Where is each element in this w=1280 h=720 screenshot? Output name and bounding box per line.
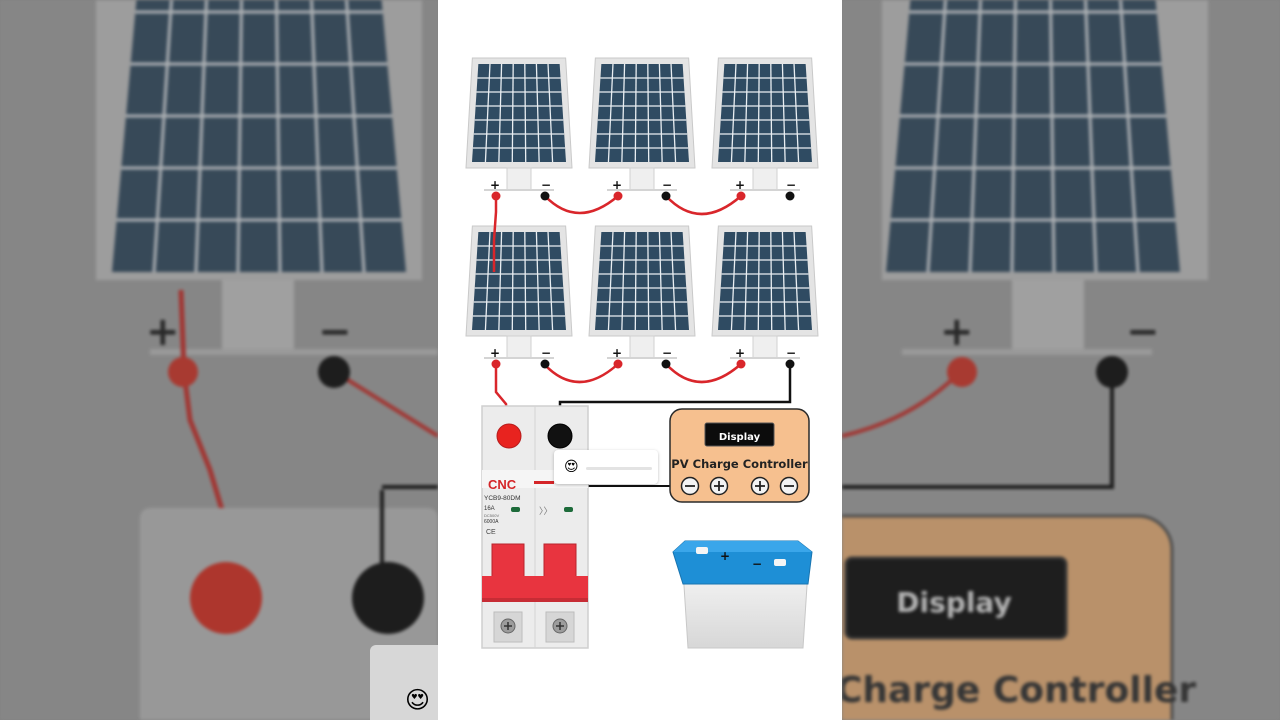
- negative-terminal: [785, 359, 795, 369]
- breaker-indicator: [511, 507, 520, 512]
- negative-terminal: [661, 191, 671, 201]
- battery-positive-label: +: [720, 549, 730, 563]
- reaction-card-shadow: [370, 645, 438, 720]
- breaker-rating-label: 16A: [484, 506, 495, 512]
- positive-terminal: [491, 191, 501, 201]
- controller-display-label: Display: [719, 432, 761, 443]
- breaker-voltage-label: DC500V: [484, 513, 499, 518]
- battery-negative-label: −: [752, 557, 762, 571]
- breaker-ce-mark: CE: [486, 529, 496, 536]
- breaker-model-label: YCB9-80DM: [484, 495, 520, 502]
- terminal-minus-label: −: [662, 178, 672, 192]
- terminal-minus-label: −: [662, 346, 672, 360]
- controller-title: PV Charge Controller: [671, 457, 808, 471]
- heart-eyes-emoji-icon: 😍: [405, 686, 431, 714]
- controller-plus-button: [709, 476, 729, 496]
- panel-terminals: + − + − + − + − + − + −: [490, 178, 796, 369]
- terminal-plus-label: +: [735, 346, 745, 360]
- positive-terminal: [736, 191, 746, 201]
- series-wire: [665, 195, 742, 216]
- svg-text:〉〉: 〉〉: [539, 506, 553, 517]
- solar-panel: [588, 57, 696, 191]
- dc-circuit-breaker: CNC YCB9-80DM 16A DC500V 6000A CE 〉〉: [481, 405, 589, 649]
- terminal-plus-label: +: [612, 178, 622, 192]
- positive-terminal: [613, 191, 623, 201]
- series-wire: [543, 363, 619, 384]
- blurred-background-right: + − Display Charge Controller: [842, 0, 1280, 720]
- wiring-diagram-frame: + − + − + − + − + − + − CNC YCB9-80DM 16A DC500V 60…: [438, 0, 842, 720]
- controller-plus-button: [750, 476, 770, 496]
- solar-wiring-diagram: + − + − + − + − + − + − CNC YCB9-80DM 16A DC500V 60…: [465, 57, 819, 649]
- breaker-capacity-label: 6000A: [484, 519, 499, 525]
- terminal-minus-label: −: [786, 178, 796, 192]
- terminal-plus-label: +: [612, 346, 622, 360]
- terminal-plus-label: +: [490, 178, 500, 192]
- controller-minus-button: [779, 476, 799, 496]
- blurred-display-label: Display: [896, 586, 1011, 619]
- breaker-brand-label: CNC: [488, 477, 517, 492]
- terminal-plus-label: +: [146, 309, 180, 355]
- positive-wire: [492, 196, 498, 272]
- blurred-background-left: + − 😍: [0, 0, 438, 720]
- reaction-slider-track[interactable]: [586, 467, 652, 470]
- solar-panel: [711, 225, 819, 359]
- terminal-minus-label: −: [541, 178, 551, 192]
- terminal-minus-label: −: [541, 346, 551, 360]
- heart-eyes-emoji-icon: 😍: [564, 459, 579, 475]
- solar-panel: [465, 225, 573, 359]
- series-wire: [665, 363, 742, 384]
- negative-terminal: [785, 191, 795, 201]
- negative-terminal: [540, 359, 550, 369]
- terminal-minus-label: −: [786, 346, 796, 360]
- positive-terminal: [736, 359, 746, 369]
- negative-terminal: [661, 359, 671, 369]
- solar-panel: [711, 57, 819, 191]
- terminal-minus-label: −: [318, 309, 352, 355]
- positive-terminal: [491, 359, 501, 369]
- breaker-indicator: [564, 507, 573, 512]
- breaker-negative-input: [547, 423, 573, 449]
- terminal-plus-label: +: [735, 178, 745, 192]
- battery: + −: [672, 540, 813, 649]
- solar-panel: [588, 225, 696, 359]
- controller-minus-button: [680, 476, 700, 496]
- pv-charge-controller: Display PV Charge Controller: [669, 408, 810, 503]
- breaker-positive-input: [496, 423, 522, 449]
- negative-terminal: [540, 191, 550, 201]
- terminal-plus-label: +: [490, 346, 500, 360]
- positive-terminal: [613, 359, 623, 369]
- terminal-plus-label: +: [940, 309, 974, 355]
- breaker-handle: [491, 543, 525, 583]
- series-wire: [544, 195, 619, 215]
- blurred-controller-label: Charge Controller: [842, 670, 1196, 711]
- emoji-reaction-slider[interactable]: 😍: [554, 450, 658, 484]
- solar-panel: [465, 57, 573, 191]
- terminal-minus-label: −: [1126, 309, 1160, 355]
- solar-panel-array: [465, 57, 819, 359]
